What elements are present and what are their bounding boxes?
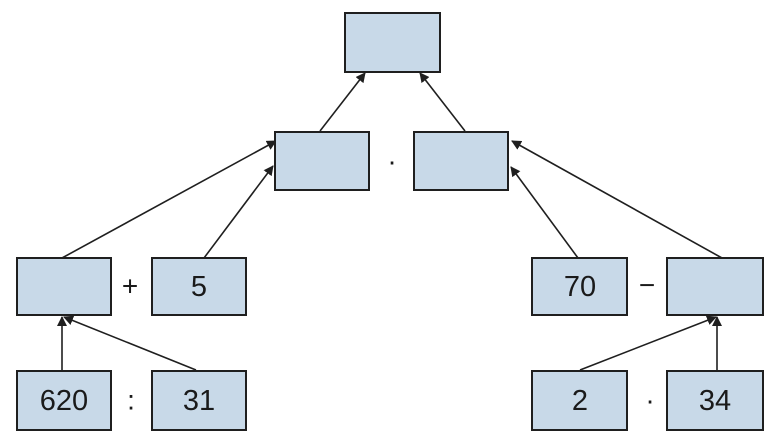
- box-top: [344, 12, 441, 73]
- box-divisor: 31: [151, 370, 247, 431]
- box-factor-b: 34: [666, 370, 764, 431]
- box-left-result: [16, 257, 112, 316]
- box-mid-left: [274, 131, 370, 191]
- operator-divide: :: [127, 385, 135, 416]
- box-left-addend: 5: [151, 257, 247, 316]
- arrow-midright-to-top: [419, 72, 466, 132]
- arrow-leftresult-to-midleft: [61, 140, 277, 259]
- arrow-minuend-to-midright: [510, 166, 579, 259]
- operator-bottom-multiply: ·: [645, 385, 654, 416]
- box-divisor-value: 31: [183, 385, 215, 417]
- box-right-minuend-value: 70: [564, 271, 596, 303]
- arrow-midleft-to-top: [319, 72, 366, 132]
- arrows: [57, 72, 723, 371]
- box-mid-right: [413, 131, 509, 191]
- box-dividend-value: 620: [40, 385, 88, 417]
- box-factor-a: 2: [531, 370, 628, 431]
- arrow-subtrahend-to-midright: [511, 140, 723, 259]
- operator-mid-multiply: ·: [387, 146, 396, 177]
- box-factor-b-value: 34: [699, 385, 731, 417]
- box-factor-a-value: 2: [572, 385, 588, 417]
- operator-left-plus: +: [122, 271, 138, 302]
- operator-right-minus: −: [639, 270, 655, 301]
- box-right-minuend: 70: [531, 257, 628, 316]
- box-left-addend-value: 5: [191, 271, 207, 303]
- box-dividend: 620: [16, 370, 112, 431]
- arrow-factora-to-subtrahend: [579, 315, 717, 371]
- arrow-divisor-to-leftresult: [63, 315, 197, 371]
- box-right-subtrahend: [666, 257, 764, 316]
- arrow-addend-to-midleft: [203, 165, 274, 259]
